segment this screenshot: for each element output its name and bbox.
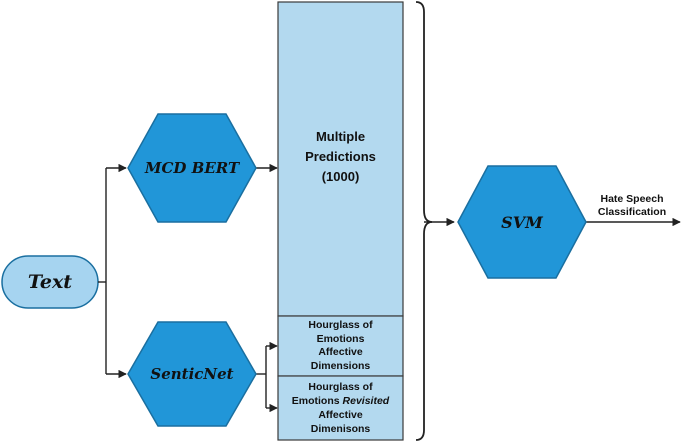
mcd-bert-label: MCD BERT	[144, 159, 240, 177]
senticnet-label: SenticNet	[150, 365, 234, 383]
connectors	[98, 163, 681, 413]
multiple-predictions-line-3: (1000)	[321, 169, 360, 184]
hourglass-revisited-line-1: Hourglass of	[308, 381, 373, 393]
svm-label: SVM	[501, 212, 543, 232]
mcd-bert-hexagon	[127, 113, 257, 223]
output-line-2: Classification	[597, 206, 667, 218]
hourglass-label: Hourglass of Emotions Affective Dimensio…	[278, 317, 403, 375]
hourglass-revisited-line-2: Emotions Revisited	[292, 394, 389, 408]
multiple-predictions-label: Multiple Predictions (1000)	[278, 126, 403, 188]
hourglass-revisited-line-2-prefix: Emotions	[291, 395, 343, 407]
output-line-1: Hate Speech	[600, 193, 664, 205]
multiple-predictions-line-2: Predictions	[305, 149, 376, 164]
senticnet-hexagon	[127, 321, 257, 427]
hourglass-line-2: Emotions	[316, 332, 365, 345]
multiple-predictions-line-1: Multiple	[315, 129, 366, 144]
hourglass-revisited-box	[277, 375, 404, 441]
hourglass-revisited-line-4: Dimenisons	[310, 423, 371, 435]
hourglass-revisited-label: Hourglass of Emotions Revisited Affectiv…	[278, 377, 403, 439]
hourglass-line-1: Hourglass of	[308, 319, 373, 331]
hourglass-line-3: Affective	[318, 346, 363, 358]
hourglass-revisited-line-3: Affective	[318, 409, 363, 421]
hourglass-line-4: Dimensions	[310, 359, 371, 372]
hourglass-revisited-italic: Revisited	[342, 395, 390, 407]
curly-brace	[415, 1, 433, 441]
text-node-label: Text	[27, 271, 73, 293]
output-label: Hate Speech Classification	[584, 192, 680, 220]
svm-hexagon	[457, 165, 587, 279]
